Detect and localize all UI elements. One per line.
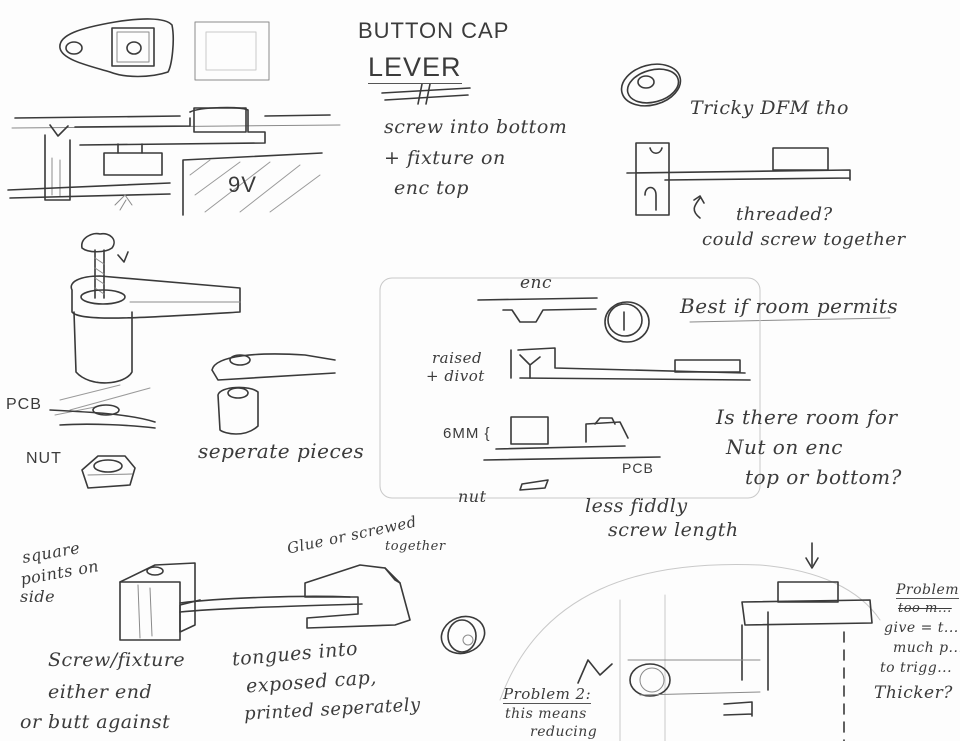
threaded-lever-drawing xyxy=(626,142,851,219)
note-enc-label: enc xyxy=(520,273,553,293)
note-screw-into-bottom: screw into bottom xyxy=(384,116,568,138)
note-side: side xyxy=(20,587,56,606)
note-threaded: threaded? xyxy=(736,204,833,225)
lever-cross-section-drawing xyxy=(499,542,881,741)
note-nut-on-enc: Nut on enc xyxy=(726,435,843,459)
note-is-there-room: Is there room for xyxy=(716,405,898,429)
note-screw-length: screw length xyxy=(608,519,739,541)
label-9v-battery: 9V xyxy=(228,172,257,197)
title-lever: LEVER xyxy=(368,52,462,85)
note-to-trigger: to trigg... xyxy=(880,660,953,676)
label-pcb-left: PCB xyxy=(6,396,42,413)
note-6mm: 6MM { xyxy=(443,425,491,442)
lever-top-view-drawing xyxy=(59,18,270,81)
side-section-drawing xyxy=(7,106,341,216)
note-pcb-mid: PCB xyxy=(622,460,654,476)
label-nut-left: NUT xyxy=(26,450,62,467)
note-thicker: Thicker? xyxy=(874,683,953,703)
separate-pieces-drawing xyxy=(211,353,336,435)
note-butt-against: or butt against xyxy=(20,711,171,733)
note-less-fiddly: less fiddly xyxy=(585,495,688,517)
note-raised: raised xyxy=(432,349,483,367)
note-could-screw-together: could screw together xyxy=(702,229,906,250)
note-tricky-dfm: Tricky DFM tho xyxy=(690,97,849,119)
note-either-end: either end xyxy=(48,681,153,703)
note-nut-mid: nut xyxy=(458,487,487,506)
note-top-or-bottom: top or bottom? xyxy=(745,465,902,489)
note-much: much p... xyxy=(893,640,960,656)
note-too-much: too m... xyxy=(898,601,952,616)
title-button-cap: BUTTON CAP xyxy=(358,18,510,43)
enc-section-drawing xyxy=(477,297,891,381)
note-problem-1: Problem xyxy=(896,582,960,600)
screw-standoff-drawing xyxy=(49,232,241,429)
scribble-circle-drawing xyxy=(440,615,486,655)
note-fixture-on: + fixture on xyxy=(384,147,506,169)
note-screw-fixture: Screw/fixture xyxy=(48,649,186,671)
nut-drawing xyxy=(81,455,136,489)
note-problem-2: Problem 2: xyxy=(503,685,592,705)
note-separate-pieces: seperate pieces xyxy=(198,439,365,463)
note-this-means: this means xyxy=(505,706,587,722)
note-give: give = t... xyxy=(884,620,959,636)
note-reducing: reducing xyxy=(530,724,598,740)
note-best-if-room: Best if room permits xyxy=(680,294,899,318)
square-block-lever-drawing xyxy=(119,562,411,641)
six-mm-section-drawing xyxy=(483,416,661,491)
button-cap-circle-drawing xyxy=(381,63,682,107)
note-enc-top: enc top xyxy=(394,177,469,199)
note-together: together xyxy=(385,539,446,554)
note-divot: + divot xyxy=(426,367,485,385)
